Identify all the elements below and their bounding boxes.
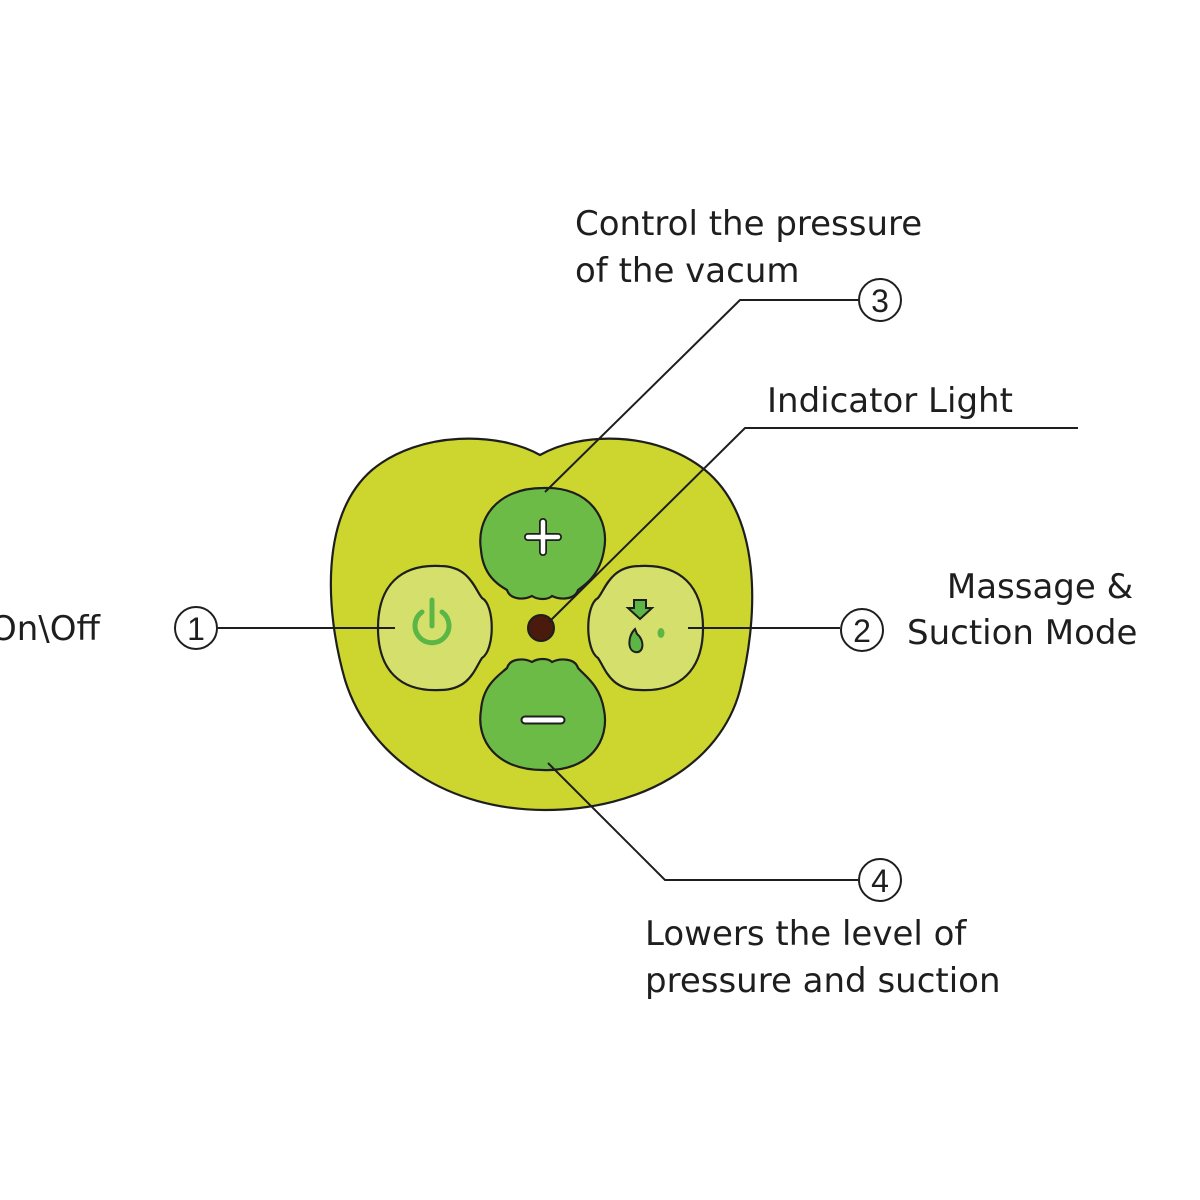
label-plus-line1: Control the pressure xyxy=(575,204,922,244)
callout-number-2: 2 xyxy=(840,608,884,652)
label-minus-line1: Lowers the level of xyxy=(645,914,967,954)
callout-number-text: 4 xyxy=(871,863,889,899)
label-mode-line2: Suction Mode xyxy=(907,613,1137,653)
mode-button[interactable] xyxy=(587,564,705,692)
power-icon xyxy=(412,597,452,646)
leader-line-3 xyxy=(544,299,858,493)
callout-number-text: 3 xyxy=(871,283,889,319)
minus-button[interactable] xyxy=(479,657,607,772)
leader-line-4 xyxy=(547,762,858,881)
callout-number-3: 3 xyxy=(858,278,902,322)
label-plus-line2: of the vacum xyxy=(575,251,800,291)
power-button[interactable] xyxy=(376,564,493,692)
drop-arrow-icon xyxy=(625,599,665,654)
callout-number-text: 2 xyxy=(853,613,871,649)
label-indicator: Indicator Light xyxy=(767,381,1013,421)
leader-line-indicator xyxy=(548,427,1078,623)
callout-number-1: 1 xyxy=(174,606,218,650)
plus-icon xyxy=(524,518,562,556)
callout-number-4: 4 xyxy=(858,858,902,902)
callout-number-text: 1 xyxy=(187,611,205,647)
indicator-light xyxy=(527,614,555,642)
label-mode-line1: Massage & xyxy=(947,567,1133,607)
label-minus-line2: pressure and suction xyxy=(645,961,1001,1001)
label-on-off: On\Off xyxy=(0,609,102,649)
